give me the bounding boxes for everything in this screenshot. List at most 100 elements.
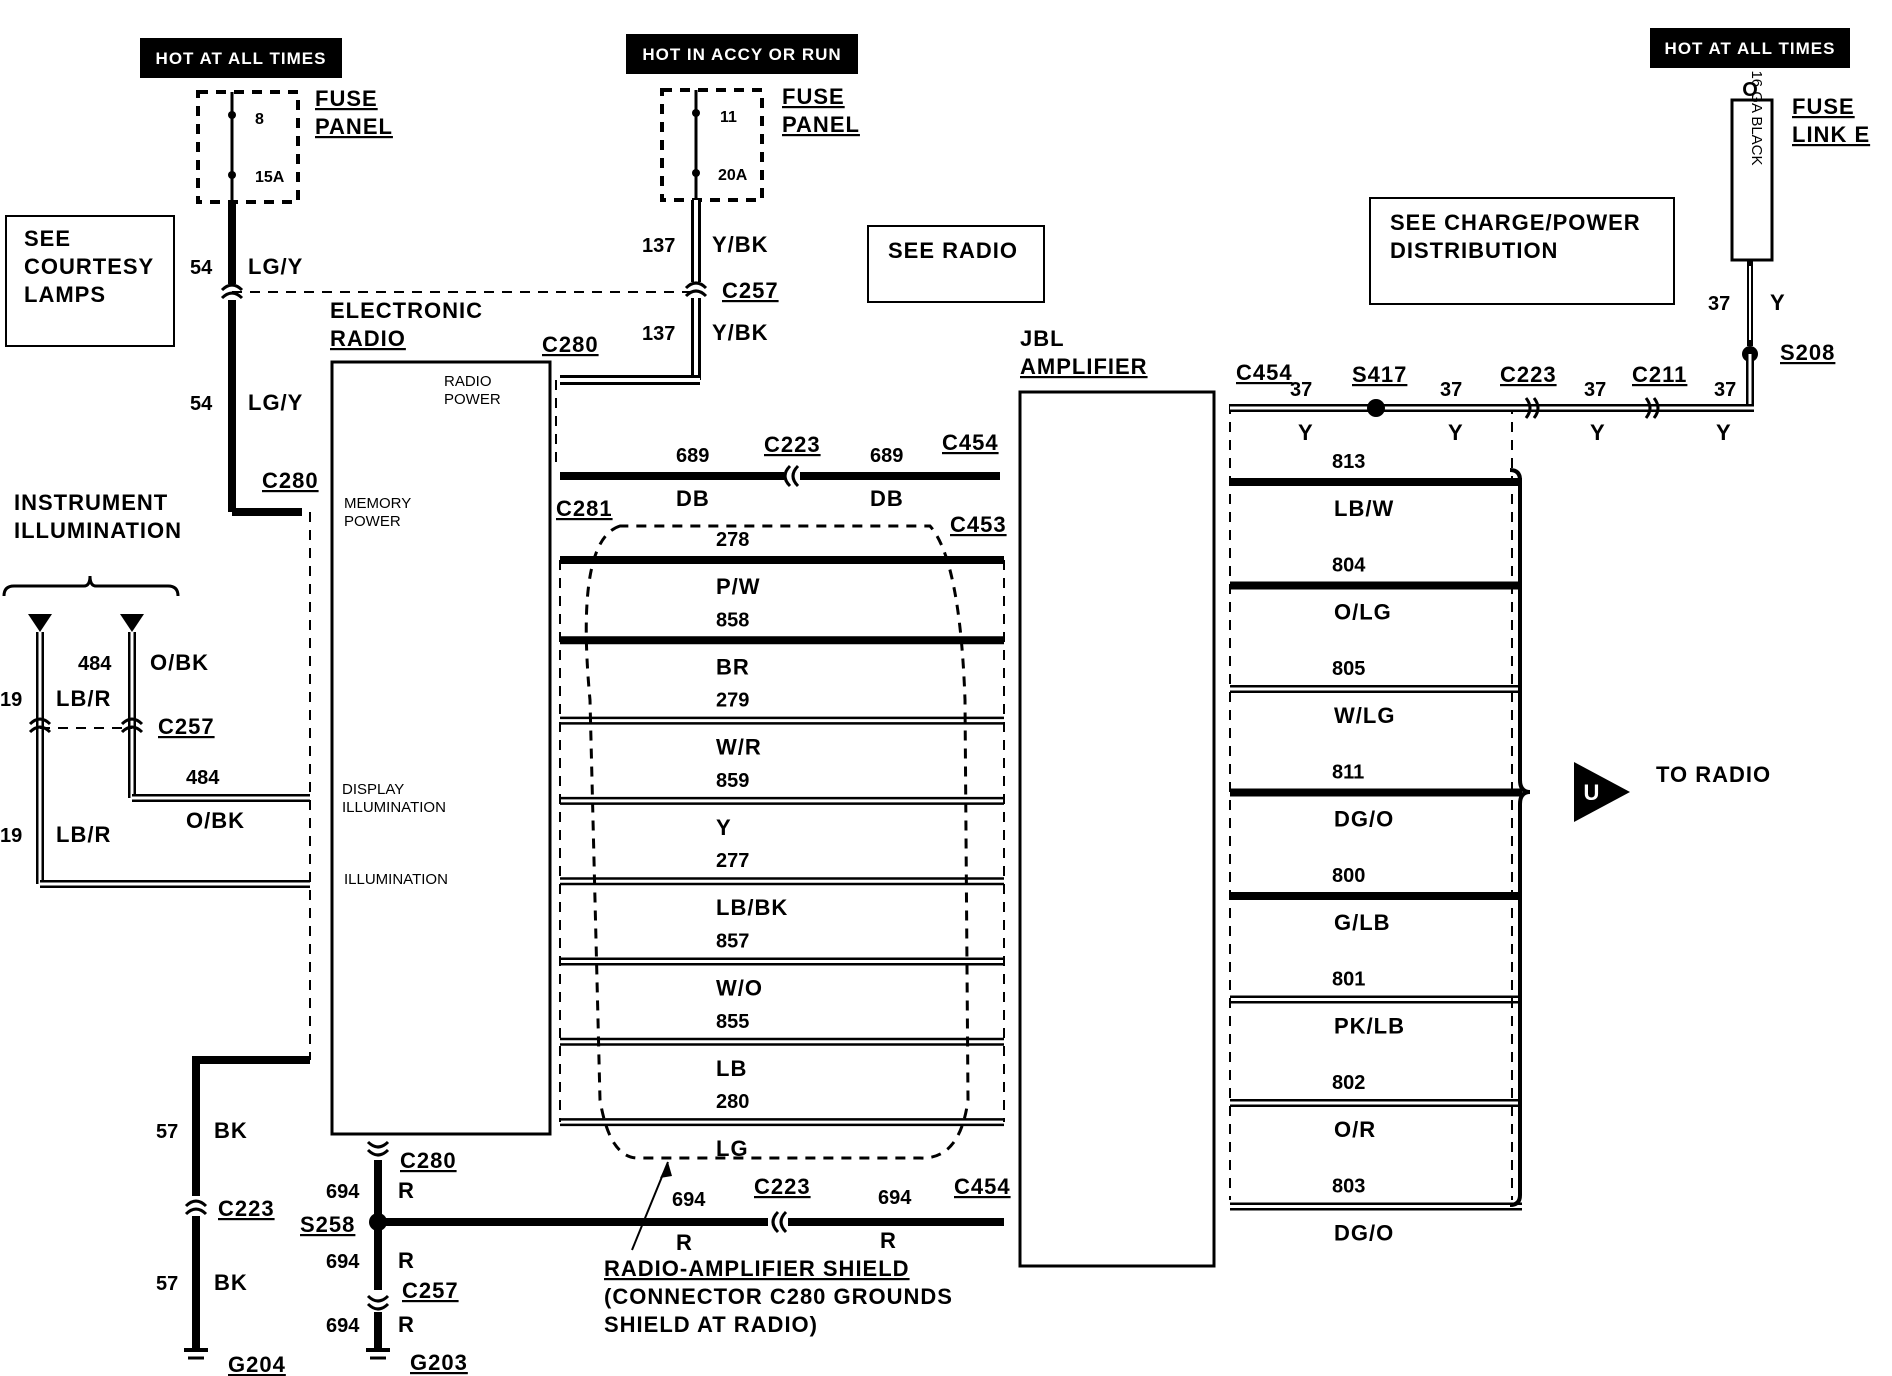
connector-c453: C453 [950,512,1007,537]
splice-s417: S417 [1352,362,1407,387]
fuse-middle-rating: 20A [718,167,748,184]
power-tag-right-text: HOT AT ALL TIMES [1665,39,1836,58]
wire-137a-number: 137 [642,235,675,257]
wire-694c-color: R [398,1312,415,1337]
wire-54b-number: 54 [190,393,213,415]
wire-19b-color: LB/R [56,822,111,847]
radio-pin-radio-power-1: RADIO [444,373,492,390]
note-courtesy-line2: COURTESY [24,254,154,279]
note-see-radio: SEE RADIO [867,225,1045,303]
wire-484b-color: O/BK [186,808,245,833]
wire-57b-number: 57 [156,1273,178,1295]
fuse-middle-label2: PANEL [782,112,860,137]
shield-note-line3: SHIELD AT RADIO) [604,1312,818,1337]
jbl-amplifier: JBL AMPLIFIER [1018,326,1216,1268]
splice-s258: S258 [300,1212,355,1237]
center-wire-color: BR [716,654,750,679]
note-charge-power: SEE CHARGE/POWER DISTRIBUTION [1369,197,1675,305]
right-wire-color: O/LG [1334,600,1392,625]
radio-pin-memory-power-1: MEMORY [344,495,411,512]
right-wire-color: G/LB [1334,910,1391,935]
fuse-link-top: O [1742,79,1758,101]
wire-694a-number: 694 [326,1181,360,1203]
wire-54b-color: LG/Y [248,390,303,415]
connector-c280-left: C280 [262,468,319,493]
center-wire-number: 857 [716,931,749,953]
right-wire-number: 805 [1332,658,1365,680]
shield-note: RADIO-AMPLIFIER SHIELD (CONNECTOR C280 G… [604,1161,953,1337]
wire-137a-color: Y/BK [712,232,769,257]
connector-c257-left: C257 [158,714,215,739]
wire-37-1-color: Y [1298,420,1314,445]
center-wire-color: LB/BK [716,895,788,920]
wire-37-3-color: Y [1590,420,1606,445]
right-wire-number: 811 [1332,762,1364,784]
note-charge-line1: SEE CHARGE/POWER [1390,210,1641,235]
fuse-link-gauge: 16 GA BLACK [1748,70,1765,165]
center-wire-color: W/R [716,735,762,760]
electronic-radio: ELECTRONIC RADIO RADIO POWER MEMORY POWE… [330,298,552,1136]
wire-54: 54 LG/Y 54 LG/Y C280 [190,202,319,516]
illum-title2: ILLUMINATION [14,518,182,543]
fuse-left-number: 8 [255,111,264,128]
wire-694e-number: 694 [878,1187,912,1209]
fuse-link-label1: FUSE [1792,94,1855,119]
radio-title2: RADIO [330,326,406,351]
connector-c223-694: C223 [754,1174,811,1199]
to-radio-label: TO RADIO [1656,762,1771,787]
wire-484a-color: O/BK [150,650,209,675]
amp-title1: JBL [1020,326,1065,351]
power-tag-middle-text: HOT IN ACCY OR RUN [642,45,841,64]
center-wire-number: 855 [716,1011,749,1033]
fuse-left-rating: 15A [255,169,285,186]
note-charge-line2: DISTRIBUTION [1390,238,1558,263]
connector-c280-bottom: C280 [400,1148,457,1173]
wire-689a-number: 689 [676,445,709,467]
connector-c454-694: C454 [954,1174,1011,1199]
right-wire-color: W/LG [1334,703,1395,728]
wire-484b-number: 484 [186,767,220,789]
wire-689b-number: 689 [870,445,903,467]
right-wire-color: O/R [1334,1117,1376,1142]
wire-137: 137 Y/BK C257 137 Y/BK C280 [542,200,778,385]
right-wire-number: 802 [1332,1072,1365,1094]
connector-c223-57: C223 [218,1196,275,1221]
center-wire-color: Y [716,815,732,840]
wire-694a-color: R [398,1178,415,1203]
wire-37-2-number: 37 [1440,379,1462,401]
wire-57a-number: 57 [156,1121,178,1143]
wire-54a-number: 54 [190,257,213,279]
wire-19a-number: 19 [0,689,22,711]
center-wire-number: 859 [716,770,749,792]
wire-37: C454 S417 C223 C211 S208 37 Y 37 Y 37 Y … [1230,260,1834,445]
connector-c281: C281 [556,496,613,521]
connector-c223-689: C223 [764,432,821,457]
radio-title1: ELECTRONIC [330,298,483,323]
power-tag-right: HOT AT ALL TIMES [1650,28,1850,68]
wire-694d-color: R [676,1230,693,1255]
radio-pin-radio-power-2: POWER [444,391,501,408]
right-wire-number: 813 [1332,451,1365,473]
radio-pin-display-1: DISPLAY [342,781,404,798]
center-wire-color: P/W [716,574,761,599]
fuse-link-right: O 16 GA BLACK FUSE LINK E [1730,70,1869,262]
connector-c223-y: C223 [1500,362,1557,387]
power-tag-left: HOT AT ALL TIMES [140,38,342,78]
fuse-panel-middle: 11 20A FUSE PANEL [660,84,860,202]
note-courtesy-line1: SEE [24,226,71,251]
ground-g204: G204 [228,1352,286,1376]
shield-note-line2: (CONNECTOR C280 GROUNDS [604,1284,953,1309]
